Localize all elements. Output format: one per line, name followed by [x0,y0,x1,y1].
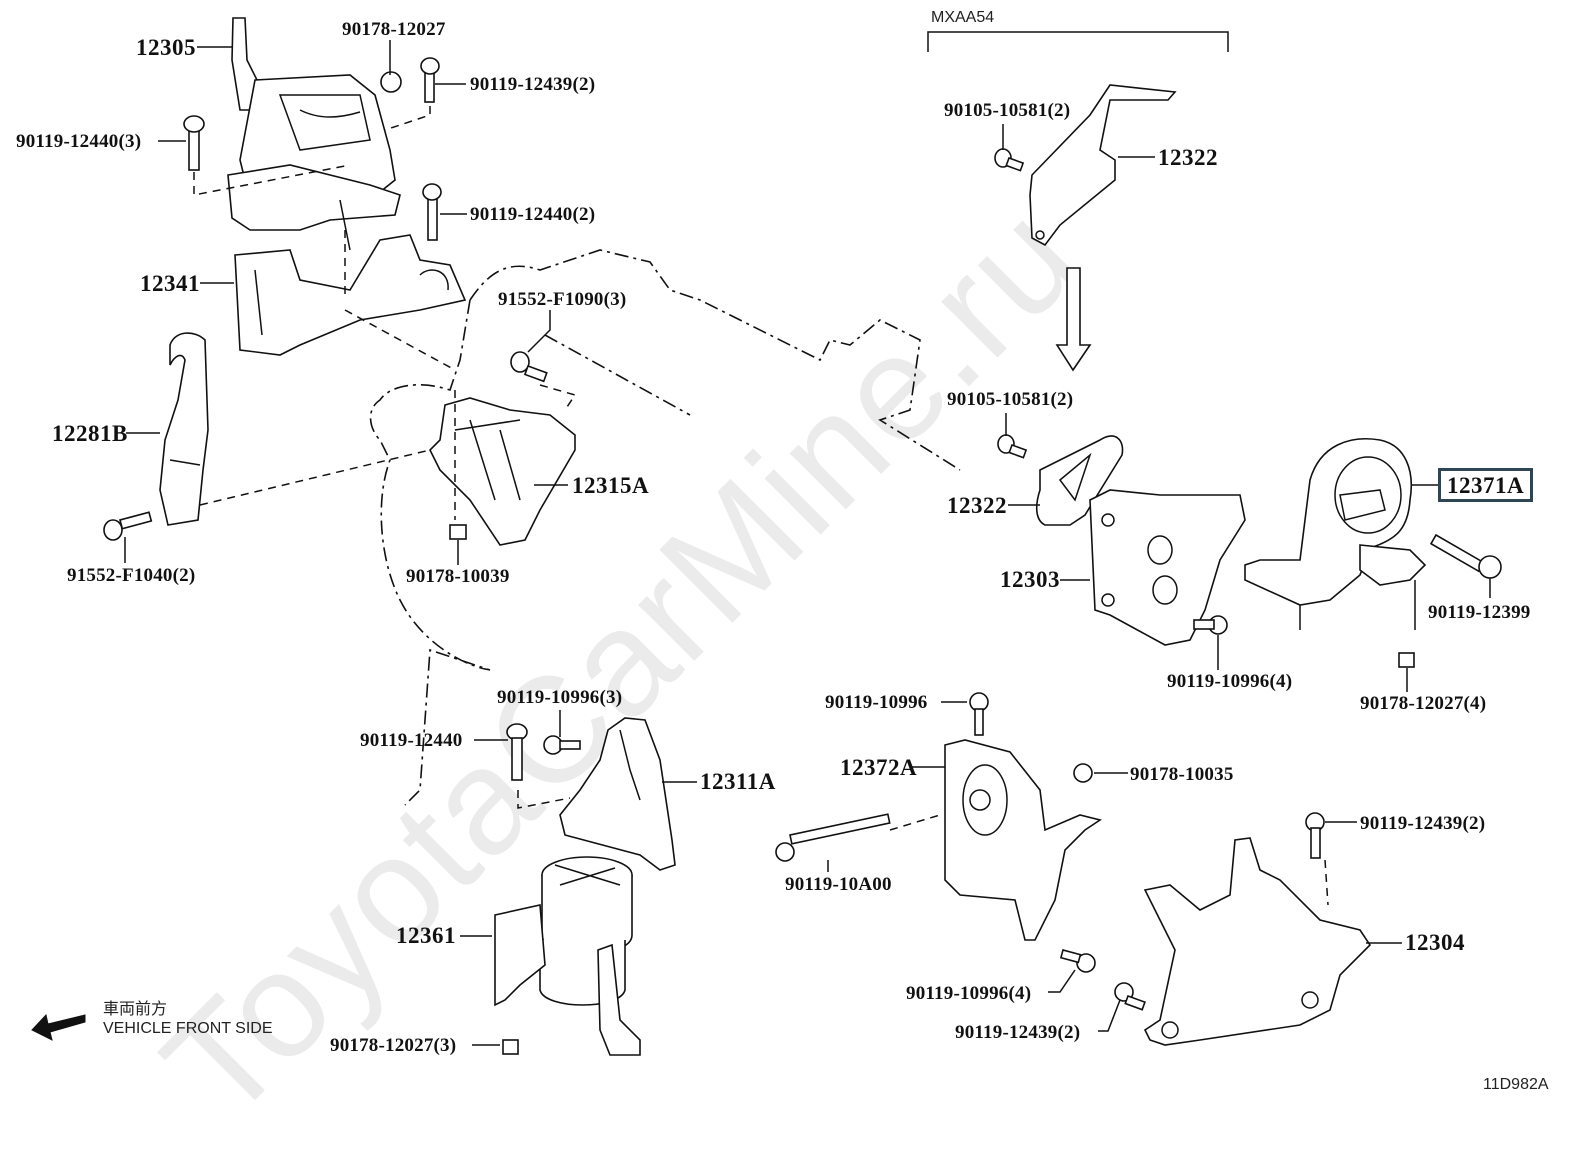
bolt-91552-F1040 [103,511,153,541]
part-label-12341[interactable]: 12341 [140,271,200,296]
part-label-12305[interactable]: 12305 [136,35,196,60]
part-12372A [889,739,1102,941]
part-label-90119-12439-2-right[interactable]: 90119-12439(2) [1360,813,1486,834]
part-label-90178-10039[interactable]: 90178-10039 [406,566,510,587]
part-label-12372A[interactable]: 12372A [840,755,918,780]
arrow-down-icon [1055,267,1092,372]
part-label-90119-12440-2[interactable]: 90119-12440(2) [470,204,596,225]
part-label-90178-12027[interactable]: 90178-12027 [342,19,446,40]
part-label-90119-12440-3[interactable]: 90119-12440(3) [16,131,142,152]
variant-bracket [927,31,1229,52]
part-12311A [517,717,676,871]
part-label-12315A[interactable]: 12315A [572,473,650,498]
part-12341 [234,230,467,356]
part-label-12371A-highlighted[interactable]: 12371A [1438,468,1534,502]
part-label-90119-12399[interactable]: 90119-12399 [1428,602,1531,623]
bolt-90119-12439-a [384,57,440,131]
bolt-90119-12440-3 [183,115,351,196]
part-label-90119-10996-3[interactable]: 90119-10996(3) [497,687,623,708]
part-label-12304[interactable]: 12304 [1405,930,1465,955]
bolt-90119-12440-2 [422,183,442,241]
part-label-90119-12440[interactable]: 90119-12440 [360,730,463,751]
part-label-91552-F1090-3[interactable]: 91552-F1090(3) [498,289,627,310]
engine-outline [369,249,961,806]
nut-90178-10039 [449,524,467,540]
part-label-90105-10581-2-lower[interactable]: 90105-10581(2) [947,389,1074,410]
part-label-90119-12439-2[interactable]: 90119-12439(2) [470,74,596,95]
part-label-12311A[interactable]: 12311A [700,769,776,794]
part-label-90119-10996-4-upper[interactable]: 90119-10996(4) [1167,671,1293,692]
nut-90178-12027-3 [502,1039,519,1055]
part-label-91552-F1040-2[interactable]: 91552-F1040(2) [67,565,196,586]
part-12281B [159,332,431,526]
part-12322-lower [1035,435,1124,526]
part-label-90178-10035[interactable]: 90178-10035 [1130,764,1234,785]
part-label-90105-10581-2-upper[interactable]: 90105-10581(2) [944,100,1071,121]
bolt-90119-12439-c [1114,982,1146,1011]
part-label-12281B[interactable]: 12281B [52,421,128,446]
bolt-90119-10996-single [969,692,989,736]
vehicle-front-jp: 車両前方 [103,1001,168,1018]
part-12303 [1089,489,1246,646]
part-label-12322-upper[interactable]: 12322 [1158,145,1218,170]
figure-code: 11D982A [1483,1076,1549,1093]
part-label-90178-12027-3[interactable]: 90178-12027(3) [330,1035,457,1056]
bolt-90119-10A00 [775,813,891,862]
vehicle-front-side-label: 車両前方 VEHICLE FRONT SIDE [103,1000,273,1038]
arrow-left-icon [31,1013,86,1041]
part-12361 [494,856,641,1056]
part-label-90119-10996[interactable]: 90119-10996 [825,692,928,713]
nut-90178-10035 [1073,763,1093,783]
bolt-90119-10996-3 [543,735,581,755]
part-label-90119-12439-2-lower[interactable]: 90119-12439(2) [955,1022,1081,1043]
part-label-90119-10A00[interactable]: 90119-10A00 [785,874,892,895]
bolt-90119-10996-4a [1193,615,1228,635]
bolt-90119-12439-b [1305,812,1325,859]
part-12371A [1244,438,1427,630]
part-12304 [1143,837,1372,1046]
exploded-parts-diagram [31,17,1502,1056]
part-label-12361[interactable]: 12361 [396,923,456,948]
variant-label-mxaa54: MXAA54 [931,9,995,26]
part-12305 [227,17,401,251]
leader-lines [124,40,1491,1046]
bolt-90105-10581-a [994,148,1025,172]
part-12322-upper [1029,84,1177,247]
part-label-90119-10996-4-lower[interactable]: 90119-10996(4) [906,983,1032,1004]
nut-90178-12027 [380,71,402,93]
bolt-90119-12440-b [506,723,528,781]
part-label-12303[interactable]: 12303 [1000,567,1060,592]
part-12315A [344,309,577,546]
bolt-90119-10996-4b [1059,949,1096,973]
part-label-90178-12027-4[interactable]: 90178-12027(4) [1360,693,1487,714]
nut-90178-12027-4 [1398,652,1415,668]
bolt-91552-F1090 [510,351,548,383]
bolt-90119-12399 [1429,533,1502,579]
part-label-12322-lower[interactable]: 12322 [947,493,1007,518]
vehicle-front-en: VEHICLE FRONT SIDE [103,1020,273,1038]
bolt-90105-10581-b [997,434,1028,459]
